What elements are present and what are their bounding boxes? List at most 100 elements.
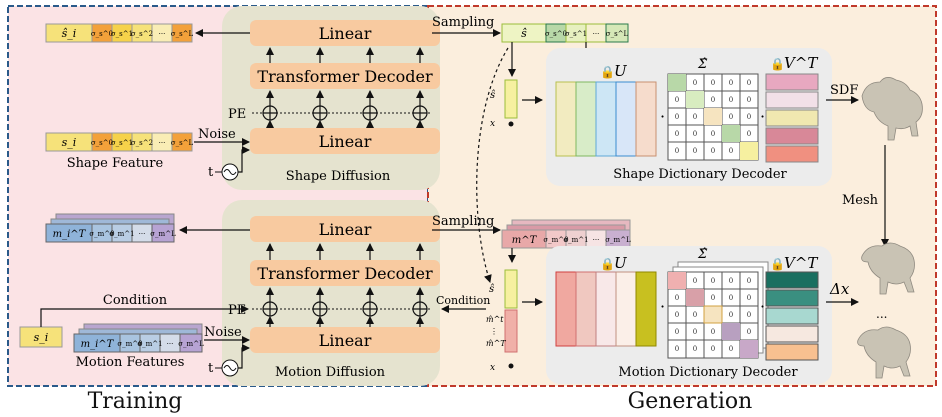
motion-condition-label: Condition: [103, 293, 168, 308]
svg-text:0: 0: [693, 311, 697, 319]
motion-output-tokens: m_i^T σ_m^0 σ_m^1 ··· σ_m^L: [45, 213, 176, 243]
svg-text:0: 0: [693, 79, 697, 87]
svg-text:0: 0: [747, 328, 751, 336]
svg-text:σ_m^0: σ_m^0: [89, 230, 114, 238]
svg-text:m_i^T: m_i^T: [81, 339, 115, 350]
svg-text:⋮: ⋮: [490, 327, 498, 336]
training-title: Training: [88, 389, 183, 414]
motion-vector: [504, 269, 518, 309]
motion-pe-label: PE: [228, 303, 246, 318]
generation-condition-label: Condition: [436, 294, 490, 307]
svg-text:σ_s^1: σ_s^1: [111, 30, 133, 38]
svg-text:0: 0: [747, 96, 751, 104]
svg-text:ŝ: ŝ: [490, 90, 495, 101]
svg-text:σ_m^L: σ_m^L: [150, 230, 176, 238]
svg-text:0: 0: [747, 130, 751, 138]
svg-text:Linear: Linear: [319, 331, 372, 350]
svg-text:0: 0: [675, 130, 679, 138]
motion-features-label: Motion Features: [76, 355, 185, 370]
svg-text:σ_s^0: σ_s^0: [91, 139, 113, 147]
svg-text:0: 0: [711, 96, 715, 104]
svg-text:0: 0: [747, 311, 751, 319]
shape-to-motion-dotted-arrow: [476, 47, 509, 283]
svg-text:0: 0: [729, 113, 733, 121]
svg-text:σ_s^1: σ_s^1: [111, 139, 133, 147]
svg-text:0: 0: [711, 79, 715, 87]
svg-text:Transformer Decoder: Transformer Decoder: [257, 264, 433, 283]
svg-text:0: 0: [693, 328, 697, 336]
svg-text:·: ·: [660, 297, 665, 316]
svg-text:Noise: Noise: [204, 325, 242, 340]
svg-text:σ_m^L: σ_m^L: [178, 340, 204, 348]
svg-text:0: 0: [693, 130, 697, 138]
svg-text:0: 0: [729, 294, 733, 302]
sdf-label: SDF: [830, 83, 858, 98]
motion-input-tokens: m_i^T σ_m^0 σ_m^1 ··· σ_m^L: [73, 323, 204, 353]
svg-text:σ_m^L: σ_m^L: [605, 236, 631, 244]
svg-text:0: 0: [729, 147, 733, 155]
bear-mesh-shape: [861, 77, 923, 141]
shape-input-tokens: s_i σ_s^0 σ_s^1 σ_s^2 ··· σ_s^L: [45, 132, 194, 152]
shape-VT-lock-icon: 🔒: [770, 57, 785, 71]
svg-text:m̂^T: m̂^T: [486, 339, 506, 348]
svg-text:0: 0: [747, 113, 751, 121]
motion-diffusion-title: Motion Diffusion: [275, 365, 386, 380]
svg-text:σ_s^0: σ_s^0: [545, 30, 567, 38]
sampling-top-label: Sampling: [432, 15, 494, 30]
svg-text:0: 0: [675, 96, 679, 104]
svg-text:σ_s^2: σ_s^2: [131, 30, 153, 38]
svg-text:σ_s^2: σ_s^2: [131, 139, 153, 147]
delta-x-label: Δx: [829, 280, 850, 298]
shape-U-label: U: [614, 62, 628, 80]
svg-text:ŝ_i: ŝ_i: [62, 27, 77, 40]
svg-text:0: 0: [729, 277, 733, 285]
svg-text:0: 0: [747, 277, 751, 285]
svg-text:σ_m^1: σ_m^1: [109, 230, 134, 238]
shape-U-matrix: [555, 81, 657, 157]
svg-text:σ_s^1: σ_s^1: [565, 30, 587, 38]
motion-decoder-block: [250, 260, 440, 286]
svg-text:···: ···: [167, 340, 174, 348]
svg-text:···: ···: [139, 230, 146, 238]
shape-noise-label: Noise: [198, 127, 236, 142]
shape-sigma-label: Σ̂: [697, 57, 708, 72]
svg-text:0: 0: [675, 345, 679, 353]
svg-text:0: 0: [729, 96, 733, 104]
motion-VT-label: V^T: [784, 254, 818, 272]
shape-pe-label: PE: [228, 107, 246, 122]
shape-output-tokens: ŝ_i σ_s^0 σ_s^1 σ_s^2 ··· σ_s^L: [45, 23, 194, 43]
generation-title: Generation: [628, 389, 753, 414]
svg-text:0: 0: [729, 311, 733, 319]
shape-decoder-title: Shape Dictionary Decoder: [613, 167, 787, 182]
svg-text:m^T: m^T: [512, 235, 538, 246]
shape-decoder-label: Transformer Decoder: [257, 67, 433, 86]
bear-motion-1: [861, 242, 915, 295]
svg-text:0: 0: [675, 311, 679, 319]
shape-linear-top: [250, 20, 440, 46]
shape-U-lock-icon: 🔒: [600, 65, 615, 79]
shape-VT-label: V^T: [784, 54, 818, 72]
shape-sample-tokens: ŝ σ_s^0 σ_s^1 ··· σ_s^L: [501, 23, 629, 43]
svg-text:0: 0: [729, 79, 733, 87]
svg-text:t: t: [208, 165, 214, 180]
motion-decoder-title: Motion Dictionary Decoder: [618, 365, 798, 380]
svg-text:x: x: [490, 119, 495, 129]
svg-text:σ_m^1: σ_m^1: [563, 236, 588, 244]
svg-text:σ_s^0: σ_s^0: [91, 30, 113, 38]
svg-text:Linear: Linear: [319, 220, 372, 239]
bear-motion-2: [857, 326, 911, 379]
svg-text:0: 0: [711, 130, 715, 138]
mesh-label: Mesh: [842, 193, 879, 208]
shape-linear-top-label: Linear: [319, 24, 372, 43]
svg-text:···: ···: [159, 139, 166, 147]
svg-text:s_i: s_i: [62, 136, 77, 149]
svg-text:s_i: s_i: [34, 331, 49, 344]
svg-text:m_i^T: m_i^T: [53, 229, 87, 240]
svg-text:0: 0: [711, 147, 715, 155]
motion-U-matrix: [555, 271, 657, 347]
svg-text:0: 0: [693, 345, 697, 353]
svg-text:x: x: [490, 363, 495, 373]
